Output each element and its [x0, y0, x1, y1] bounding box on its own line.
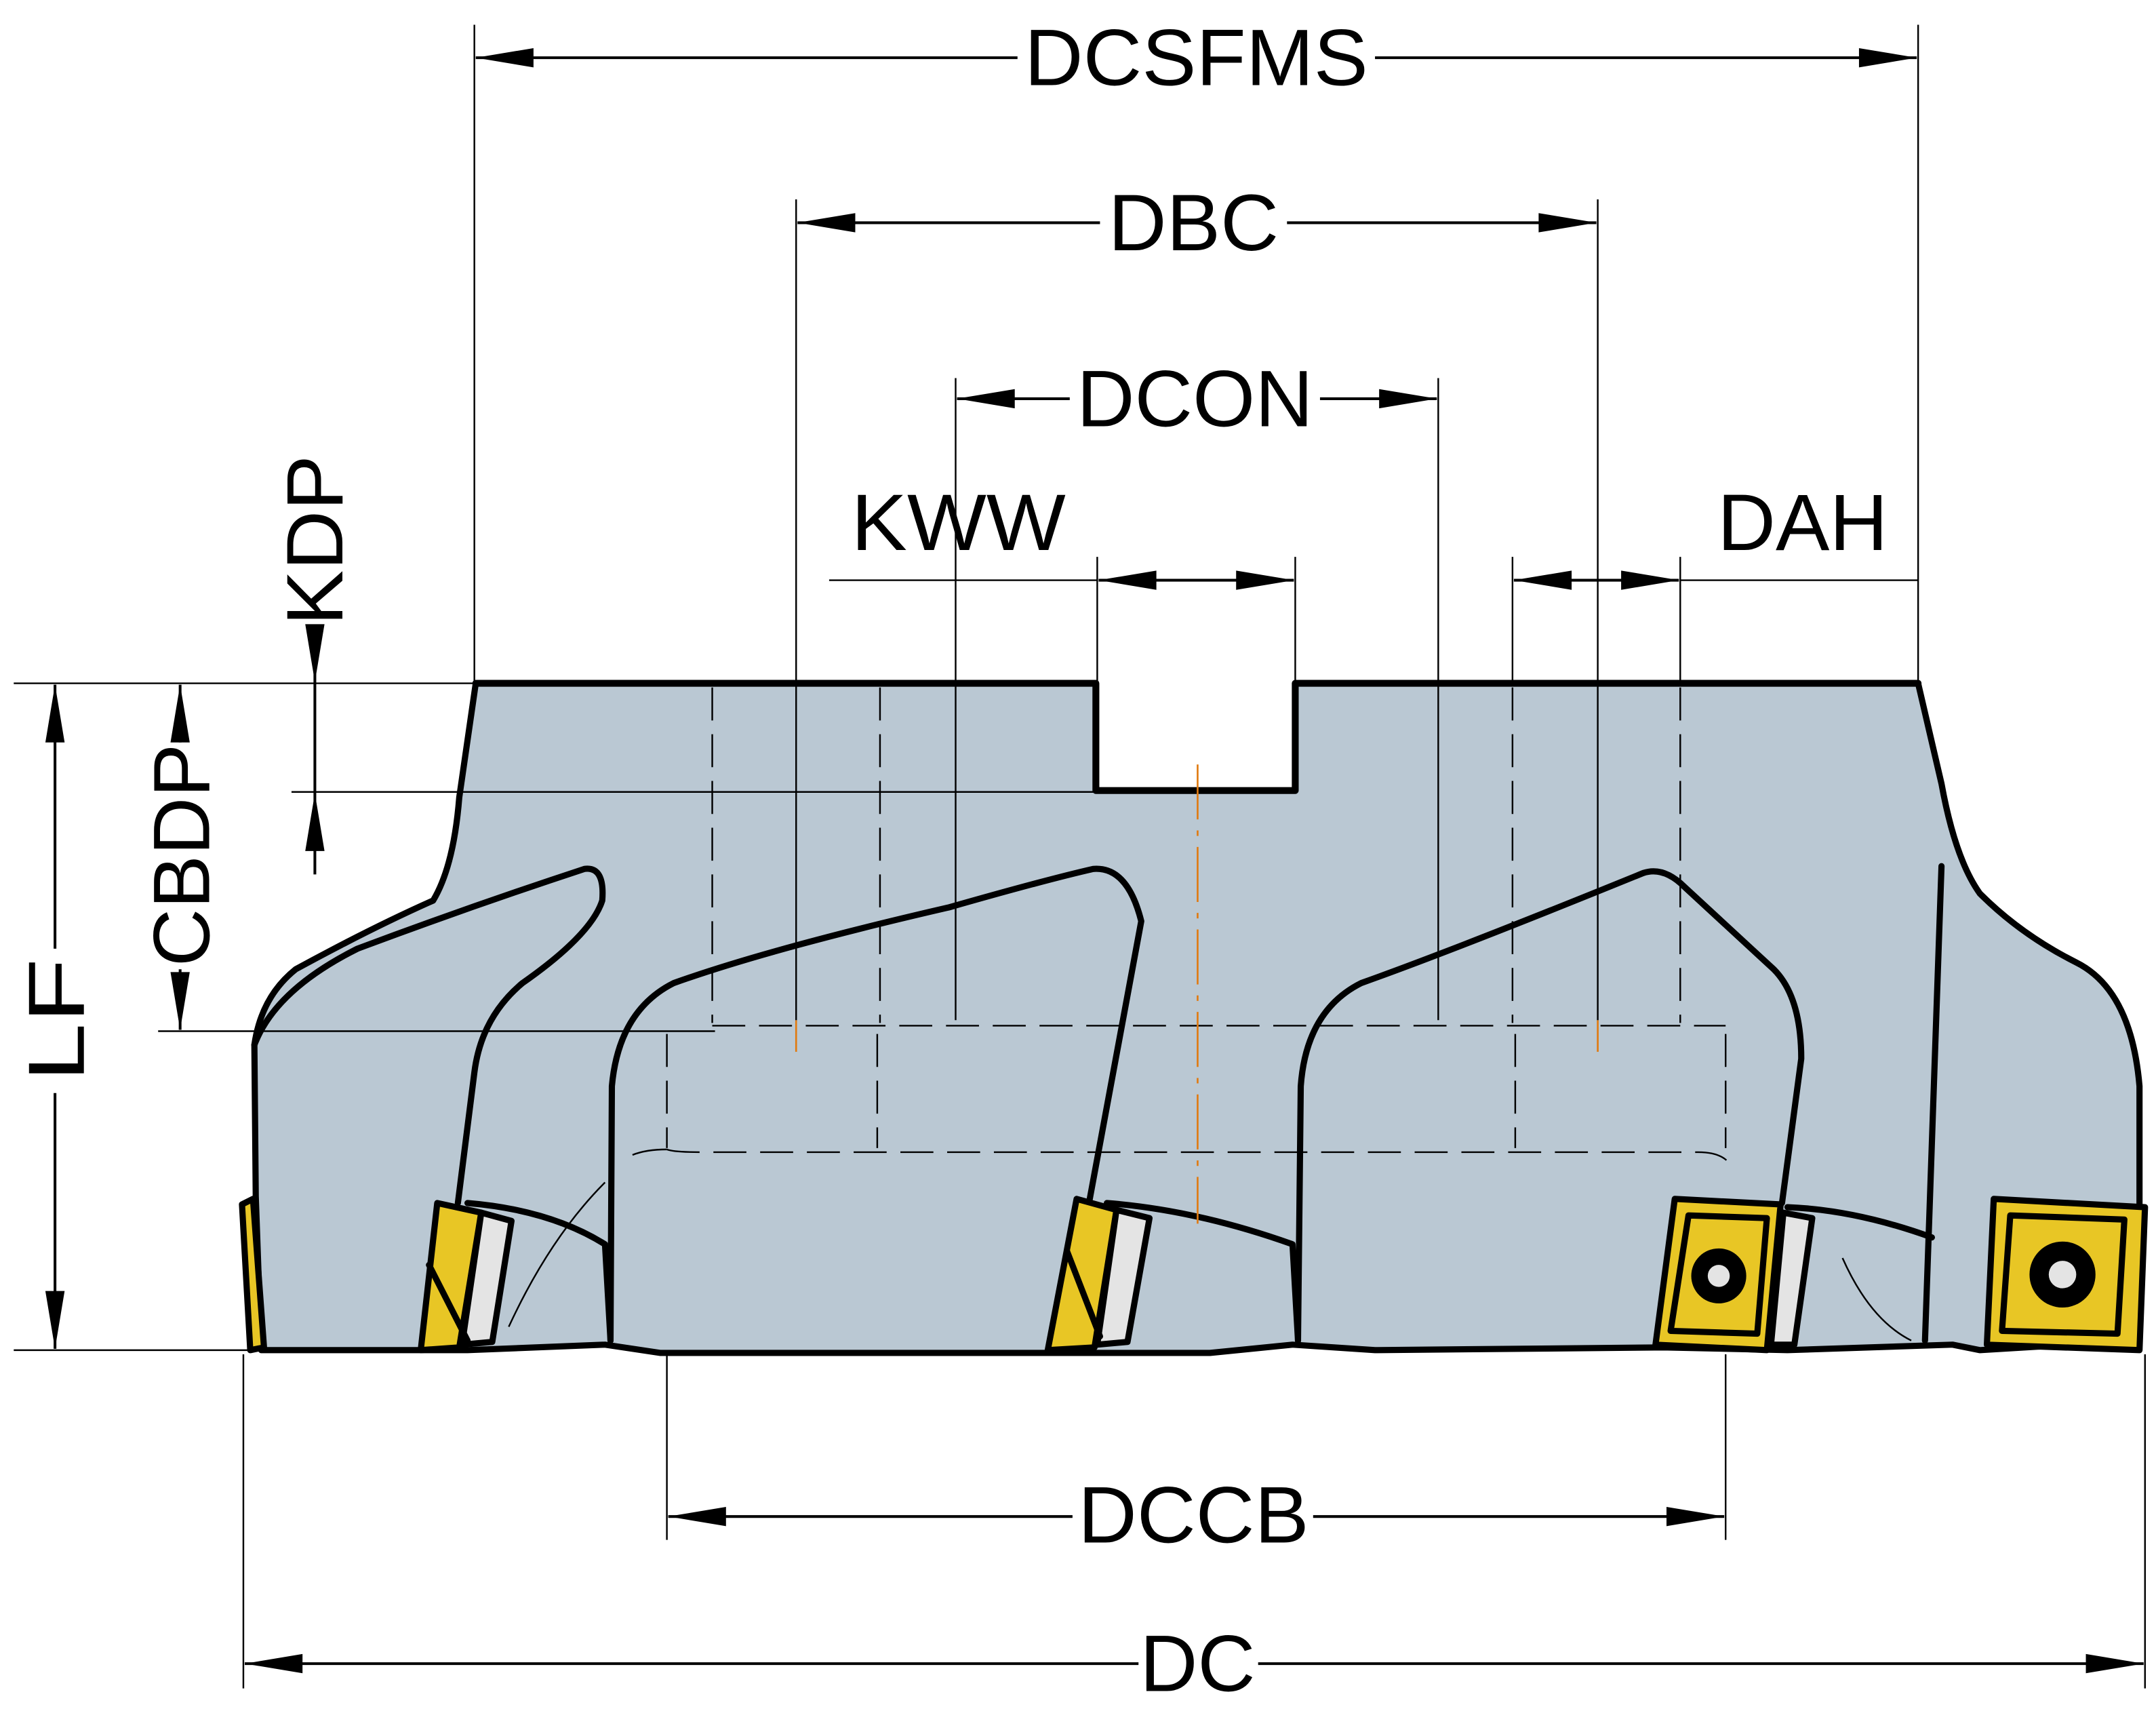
flute-4 [1921, 863, 1945, 1344]
insert-side-1 [418, 1200, 515, 1354]
insert-face-2 [1983, 1196, 2149, 1354]
thin-curve-3 [632, 1148, 667, 1156]
dimension-labels: DCSFMS DBC DCON KWW DAH DCCB DC KDP CBDP… [12, 14, 1888, 1708]
label-dcon: DCON [1077, 354, 1313, 443]
extension-lines [14, 24, 2146, 1689]
seat-curve-3 [1784, 1204, 1935, 1241]
label-cbdp: CBDP [137, 744, 226, 966]
flute-3 [1294, 868, 1805, 1344]
keyway-slot [1098, 683, 1293, 788]
keyway-outline [472, 680, 1922, 794]
label-kdp: KDP [271, 455, 359, 625]
label-lf: LF [12, 958, 101, 1082]
label-dc: DC [1140, 1619, 1255, 1708]
label-kww: KWW [851, 478, 1065, 567]
dimension-lines [45, 47, 2144, 1674]
flute-1 [251, 865, 606, 1206]
label-dah: DAH [1717, 478, 1888, 567]
label-dbc: DBC [1109, 178, 1279, 267]
insert-face-1 [1652, 1196, 1816, 1354]
thin-curve-1 [508, 1181, 606, 1327]
seat-curve-2 [1104, 1200, 1302, 1344]
chip-flutes [251, 863, 1945, 1344]
label-dccb: DCCB [1078, 1471, 1309, 1560]
hidden-lines [666, 687, 1734, 1169]
hidden-line [666, 1148, 1734, 1169]
insert-side-2 [1044, 1196, 1153, 1354]
insert-left-edge [239, 1196, 267, 1354]
inserts [239, 1196, 2149, 1354]
flute-2 [607, 865, 1144, 1344]
center-lines [795, 764, 1599, 1224]
thin-curve-2 [1841, 1257, 1912, 1341]
seat-curve-1 [464, 1200, 614, 1344]
label-dcsfms: DCSFMS [1024, 14, 1368, 102]
